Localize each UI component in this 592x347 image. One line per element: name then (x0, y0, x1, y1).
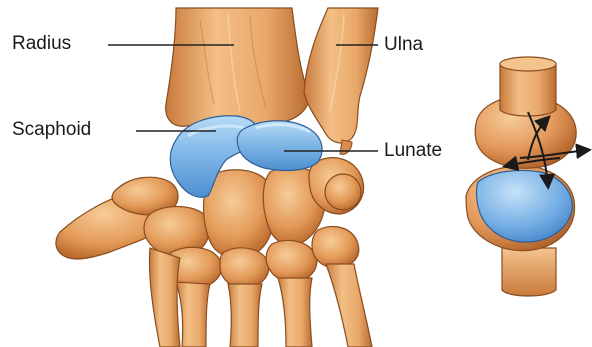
lunate-bone (237, 121, 322, 171)
radius-label: Radius (12, 33, 71, 55)
radius-bone (166, 8, 309, 126)
carpal-bones (56, 158, 372, 347)
ulna-bone (304, 8, 378, 154)
ulna-label: Ulna (384, 34, 423, 56)
joint-model-schematic (466, 57, 588, 296)
lunate-label: Lunate (384, 140, 442, 162)
scaphoid-label: Scaphoid (12, 119, 91, 141)
